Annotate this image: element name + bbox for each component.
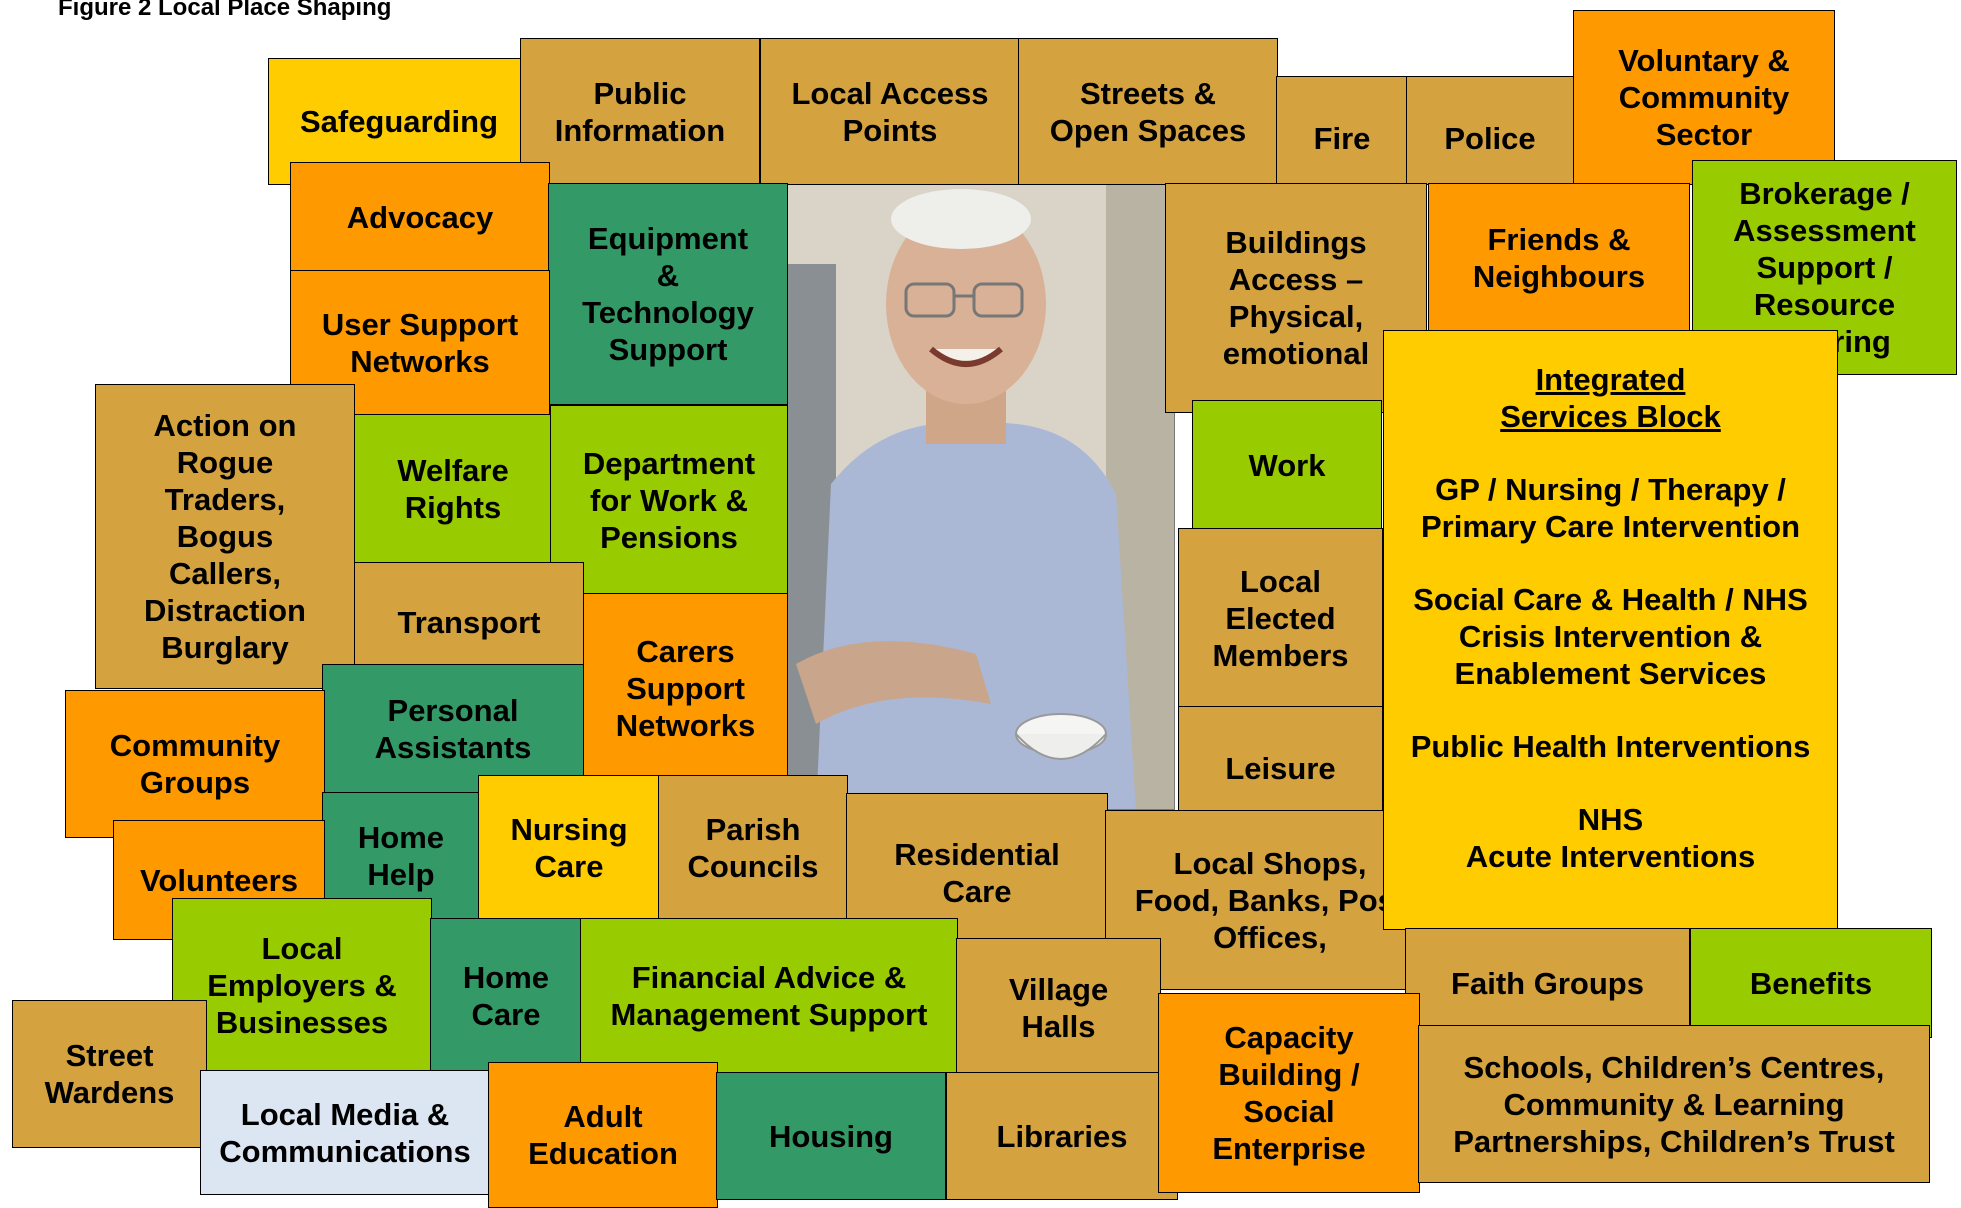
elderly-man-photo [775,183,1175,810]
box-capacity-building-social-enterprise: Capacity Building / Social Enterprise [1158,993,1420,1193]
integrated-services-title: Integrated Services Block [1500,362,1721,434]
box-community-groups: Community Groups [65,690,325,838]
box-local-access-points: Local Access Points [760,38,1020,185]
box-police: Police [1406,76,1574,185]
box-equipment-technology-support: Equipment & Technology Support [548,183,788,405]
box-nursing-care: Nursing Care [478,775,660,920]
box-personal-assistants: Personal Assistants [322,664,584,794]
box-village-halls: Village Halls [956,938,1161,1078]
integrated-item-nhs-acute: NHS Acute Interventions [1465,802,1756,874]
box-public-information: Public Information [520,38,760,185]
photo-illustration [776,184,1174,809]
integrated-item-social-care: Social Care & Health / NHS Crisis Interv… [1413,582,1808,691]
box-department-for-work-pensions: Department for Work & Pensions [550,405,788,595]
box-faith-groups: Faith Groups [1405,928,1690,1038]
box-carers-support-networks: Carers Support Networks [583,593,788,783]
box-libraries: Libraries [946,1072,1178,1200]
box-streets-open-spaces: Streets & Open Spaces [1018,38,1278,185]
box-voluntary-community-sector: Voluntary & Community Sector [1573,10,1835,185]
box-street-wardens: Street Wardens [12,1000,207,1148]
box-local-media-communications: Local Media & Communications [200,1070,490,1195]
box-local-employers-businesses: Local Employers & Businesses [172,898,432,1073]
box-fire: Fire [1276,76,1408,185]
box-welfare-rights: Welfare Rights [354,414,552,564]
box-parish-councils: Parish Councils [658,775,848,920]
integrated-services-block: Integrated Services Block GP / Nursing /… [1383,330,1838,930]
integrated-item-gp: GP / Nursing / Therapy / Primary Care In… [1420,472,1801,544]
box-local-elected-members: Local Elected Members [1178,528,1383,708]
integrated-item-public-health: Public Health Interventions [1410,729,1811,764]
box-financial-advice: Financial Advice & Management Support [580,918,958,1073]
box-friends-neighbours: Friends & Neighbours [1428,183,1690,333]
figure-caption: Figure 2 Local Place Shaping [58,0,392,21]
box-schools-childrens-centres: Schools, Children’s Centres, Community &… [1418,1025,1930,1183]
box-transport: Transport [354,562,584,682]
box-action-on-rogue-traders: Action on Rogue Traders, Bogus Callers, … [95,384,355,689]
box-benefits: Benefits [1690,928,1932,1038]
box-work: Work [1192,400,1382,530]
box-adult-education: Adult Education [488,1062,718,1208]
box-advocacy: Advocacy [290,162,550,272]
box-housing: Housing [716,1072,946,1200]
box-home-care: Home Care [430,918,582,1073]
